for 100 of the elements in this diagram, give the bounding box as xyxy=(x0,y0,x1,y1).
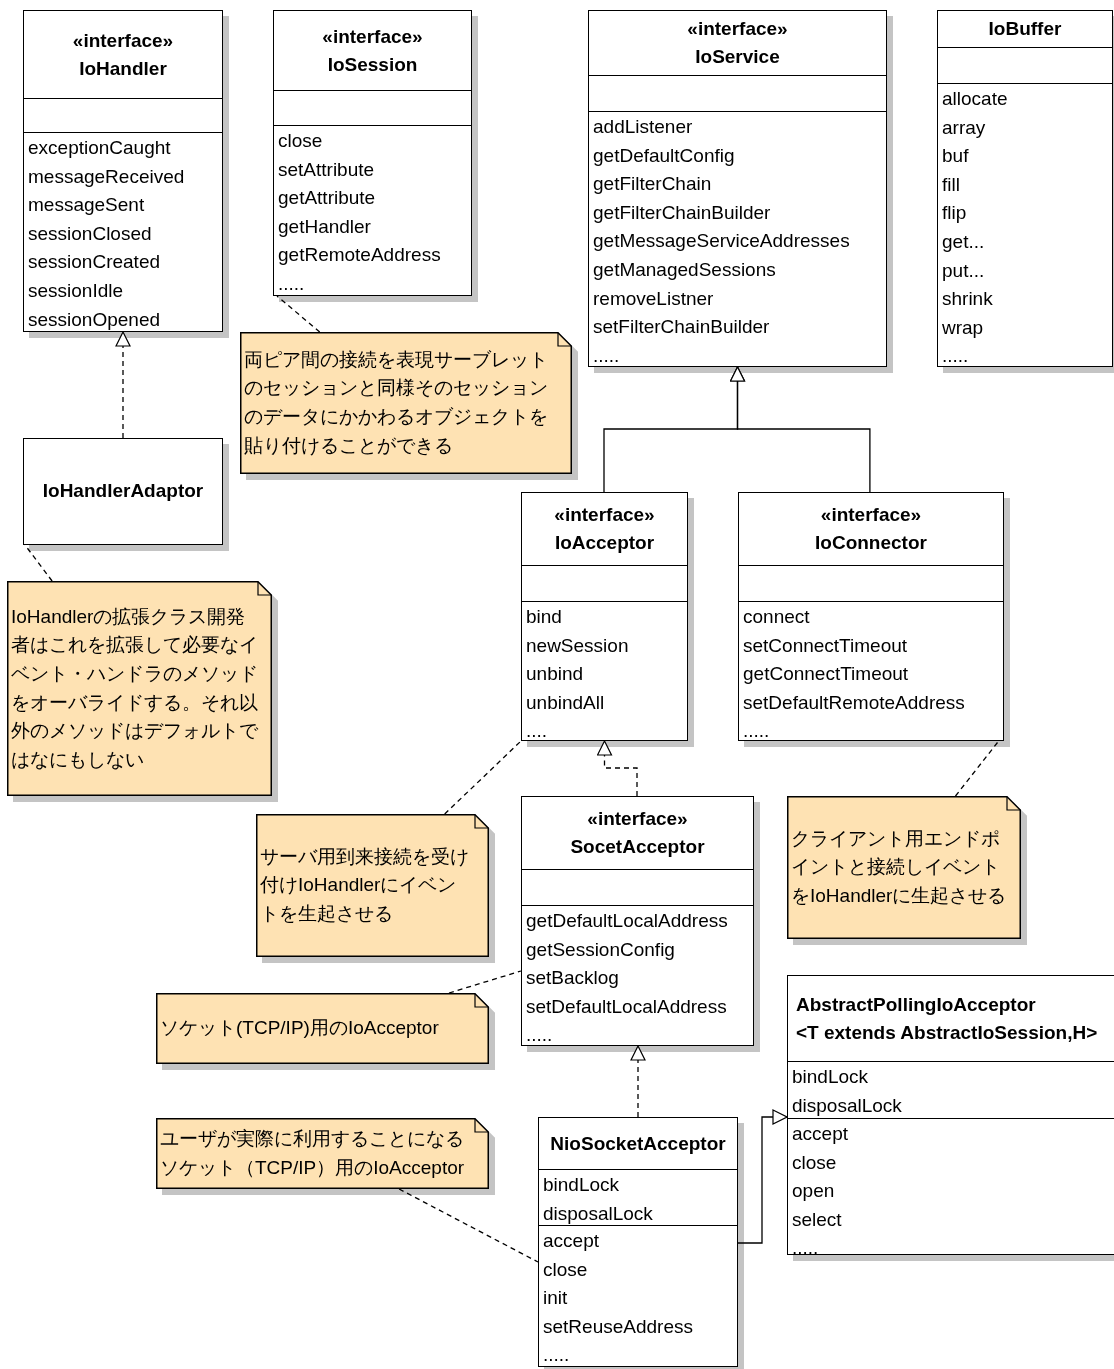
method-name: getDefaultConfig xyxy=(592,143,735,168)
method-name: shrink xyxy=(941,287,993,312)
method-name: messageSent xyxy=(27,193,145,218)
method-name: getFilterChainBuilder xyxy=(592,200,771,225)
stereotype: «interface» xyxy=(322,24,423,49)
method-name: setConnectTimeout xyxy=(742,633,908,658)
note-text: ユーザが実際に利用することになるソケット（TCP/IP）用のIoAcceptor xyxy=(160,1126,466,1180)
method-name: fill xyxy=(941,172,960,197)
method-name: bind xyxy=(525,605,562,629)
method-name: get... xyxy=(941,229,985,254)
note-text: IoHandlerの拡張クラス開発者はこれを拡張して必要なイベント・ハンドラのメソッドをオーバライドする。それ以外のメソッドはデフォルトではなにもしない xyxy=(11,604,258,772)
method-name: connect xyxy=(742,605,810,629)
method-name: getAttribute xyxy=(277,186,376,211)
method-name: getSessionConfig xyxy=(525,937,675,962)
method-name: newSession xyxy=(525,633,629,658)
ellipsis: ..... xyxy=(592,343,620,368)
ellipsis: ..... xyxy=(941,344,969,369)
method-name: sessionCreated xyxy=(27,250,161,275)
method-name: setDefaultRemoteAddress xyxy=(742,690,965,715)
method-name: open xyxy=(791,1179,835,1204)
method-name: unbind xyxy=(525,662,584,687)
ellipsis: ..... xyxy=(525,1023,553,1048)
method-name: accept xyxy=(791,1122,848,1146)
method-name: getRemoteAddress xyxy=(277,243,441,268)
note-link xyxy=(954,740,1000,797)
inheritance-arrow xyxy=(737,1109,788,1244)
note-link xyxy=(448,970,522,994)
method-name: getHandler xyxy=(277,214,371,239)
note xyxy=(240,332,572,474)
note-text: クライアント用エンドポイントと接続しイベントをIoHandlerに生起させる xyxy=(791,826,1007,908)
method-name: setDefaultLocalAddress xyxy=(525,994,727,1019)
stereotype: «interface» xyxy=(72,28,174,53)
ellipsis: ..... xyxy=(542,1343,570,1368)
stereotype: «interface» xyxy=(820,503,922,527)
stereotype: «interface» xyxy=(554,503,655,527)
method-name: close xyxy=(791,1150,837,1175)
inheritance-arrow xyxy=(729,366,871,493)
method-name: close xyxy=(277,129,323,153)
method-name: array xyxy=(941,115,986,140)
method-name: sessionIdle xyxy=(27,278,124,303)
method-name: put... xyxy=(941,258,985,283)
method-name: getFilterChain xyxy=(592,172,712,197)
class-name: IoBuffer xyxy=(988,17,1062,41)
ellipsis: ..... xyxy=(742,719,770,744)
stereotype: «interface» xyxy=(687,17,788,41)
realization-arrow xyxy=(115,331,131,439)
method-name: setReuseAddress xyxy=(542,1314,693,1339)
method-name: setAttribute xyxy=(277,157,375,182)
class-name: IoHandler xyxy=(79,56,167,81)
attribute-name: bindLock xyxy=(791,1065,869,1089)
method-name: sessionOpened xyxy=(27,307,161,332)
method-name: init xyxy=(542,1286,568,1311)
note-link xyxy=(398,1188,539,1263)
method-name: setBacklog xyxy=(525,966,619,991)
note xyxy=(156,1118,489,1189)
method-name: sessionClosed xyxy=(27,221,152,246)
class-name: IoService xyxy=(695,45,780,69)
attribute-name: disposalLock xyxy=(542,1201,653,1226)
stereotype: «interface» xyxy=(587,807,688,831)
class-name: IoConnector xyxy=(815,531,927,555)
note-link xyxy=(276,295,321,333)
method-name: unbindAll xyxy=(525,690,605,715)
attribute-name: bindLock xyxy=(542,1173,620,1197)
attribute-name: disposalLock xyxy=(791,1093,902,1118)
note xyxy=(7,581,272,796)
class-name: IoSession xyxy=(327,52,418,77)
method-name: getManagedSessions xyxy=(592,257,776,282)
method-name: messageReceived xyxy=(27,164,185,189)
method-name: buf xyxy=(941,144,969,169)
note-text: サーバ用到来接続を受け付けIoHandlerにイベントを生起させる xyxy=(260,844,470,926)
method-name: accept xyxy=(542,1229,599,1253)
note xyxy=(256,814,489,957)
method-name: getDefaultLocalAddress xyxy=(525,909,728,933)
class-name: SocetAcceptor xyxy=(570,835,705,859)
note-link xyxy=(444,740,522,815)
method-name: flip xyxy=(941,201,967,226)
type-parameters: <T extends AbstractIoSession,H> xyxy=(796,1020,1098,1045)
note xyxy=(156,993,489,1064)
method-name: exceptionCaught xyxy=(27,136,171,160)
method-name: setFilterChainBuilder xyxy=(592,315,770,340)
class-name: NioSocketAcceptor xyxy=(550,1131,726,1156)
method-name: getConnectTimeout xyxy=(742,662,909,687)
class-name: AbstractPollingIoAcceptor xyxy=(796,992,1036,1017)
realization-arrow xyxy=(596,740,638,797)
ellipsis: ..... xyxy=(791,1236,819,1261)
class-name: IoAcceptor xyxy=(554,531,655,555)
ellipsis: .... xyxy=(525,719,548,744)
method-name: allocate xyxy=(941,87,1008,111)
method-name: removeListner xyxy=(592,286,714,311)
ellipsis: ..... xyxy=(277,271,305,296)
note-text: 両ピア間の接続を表現サーブレットのセッションと同様そのセッションのデータにかかわるオブジェクトを貼り付けることができる xyxy=(244,347,549,458)
method-name: select xyxy=(791,1207,842,1232)
realization-arrow xyxy=(630,1045,646,1118)
note xyxy=(787,796,1021,939)
class-name: IoHandlerAdaptor xyxy=(42,479,204,503)
method-name: addListener xyxy=(592,115,693,139)
note-text: ソケット(TCP/IP)用のIoAcceptor xyxy=(160,1016,440,1041)
method-name: getMessageServiceAddresses xyxy=(592,229,850,254)
method-name: close xyxy=(542,1257,588,1282)
method-name: wrap xyxy=(941,315,984,340)
